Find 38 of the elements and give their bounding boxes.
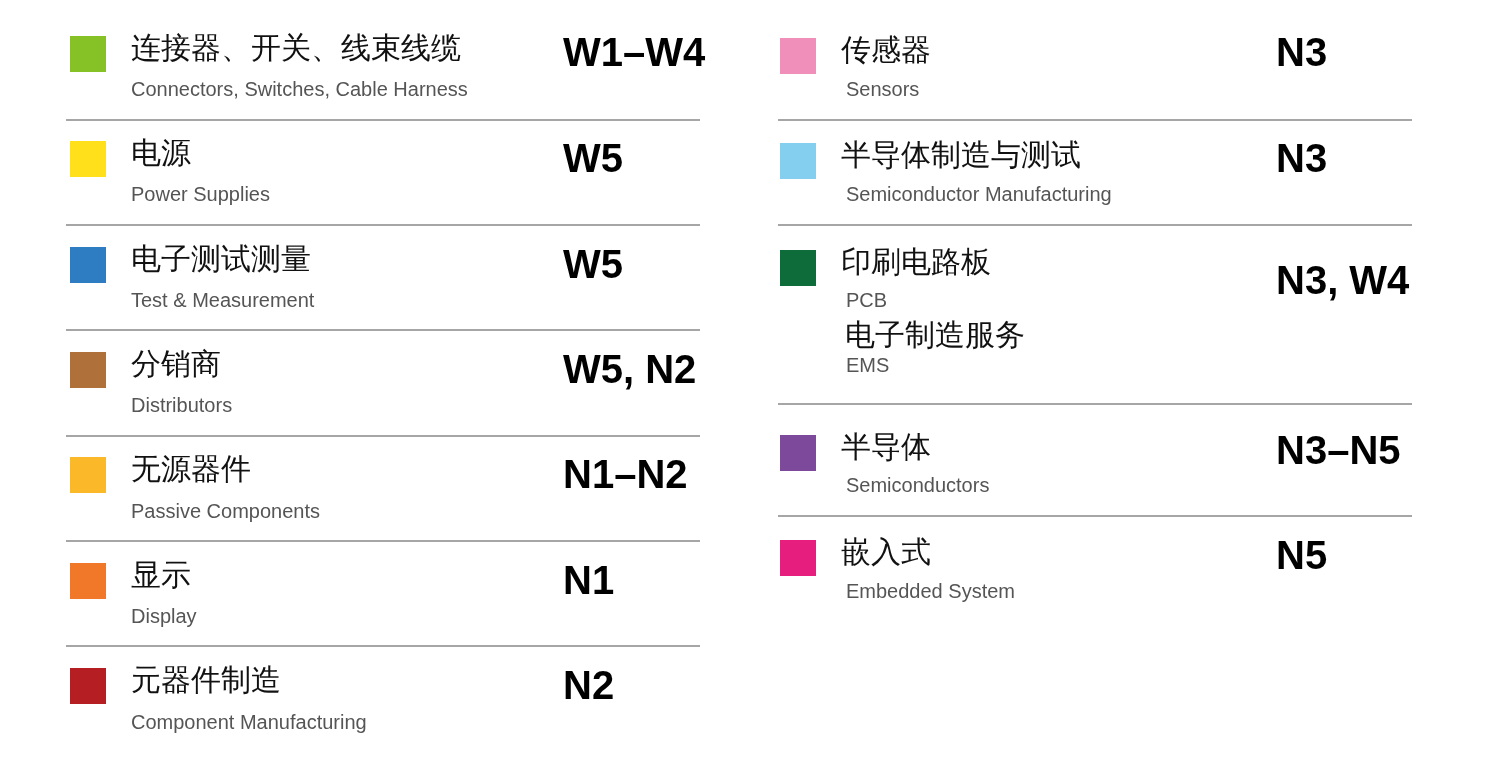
hall-code: N3 (1276, 136, 1328, 180)
category-subtitle: Connectors, Switches, Cable Harness (131, 78, 468, 100)
category-subtitle: Test & Measurement (131, 289, 315, 311)
category-label: 连接器、开关、线束线缆 (131, 31, 461, 64)
category-label: 元器件制造 (131, 663, 281, 696)
category-label: 显示 (131, 558, 191, 591)
hall-code: N3 (1276, 30, 1328, 74)
hall-code: N3–N5 (1276, 428, 1401, 472)
category-label: 分销商 (131, 347, 221, 380)
category-subtitle: Power Supplies (131, 183, 270, 205)
category-label: 传感器 (841, 33, 931, 66)
category-subtitle: Embedded System (846, 580, 1015, 602)
hall-code: W5 (563, 136, 623, 180)
category-subtitle: Distributors (131, 394, 233, 416)
category-label: 半导体 (841, 430, 931, 463)
category-subtitle: PCB (846, 289, 888, 311)
category-subtitle: Passive Components (131, 500, 320, 522)
category-label: 电子测试测量 (131, 242, 311, 275)
category-label: 电源 (131, 136, 191, 169)
hall-code: N5 (1276, 533, 1328, 577)
hall-code: N1 (563, 558, 615, 602)
hall-code: N1–N2 (563, 452, 688, 496)
hall-code: N2 (563, 663, 615, 707)
category-label: 嵌入式 (841, 535, 931, 568)
category-label: 电子制造服务 (845, 318, 1025, 351)
hall-code: W5, N2 (563, 347, 697, 391)
category-subtitle: Component Manufacturing (131, 711, 367, 733)
category-label: 印刷电路板 (841, 245, 991, 278)
category-subtitle: Semiconductors (846, 474, 990, 496)
category-subtitle: Semiconductor Manufacturing (846, 183, 1112, 205)
category-label: 半导体制造与测试 (841, 138, 1081, 171)
category-subtitle: Sensors (846, 78, 920, 100)
category-label: 无源器件 (131, 452, 251, 485)
hall-code: W5 (563, 242, 623, 286)
hall-code: N3, W4 (1276, 258, 1410, 302)
category-subtitle: EMS (846, 354, 890, 376)
category-subtitle: Display (131, 605, 197, 627)
hall-code: W1–W4 (563, 30, 706, 74)
